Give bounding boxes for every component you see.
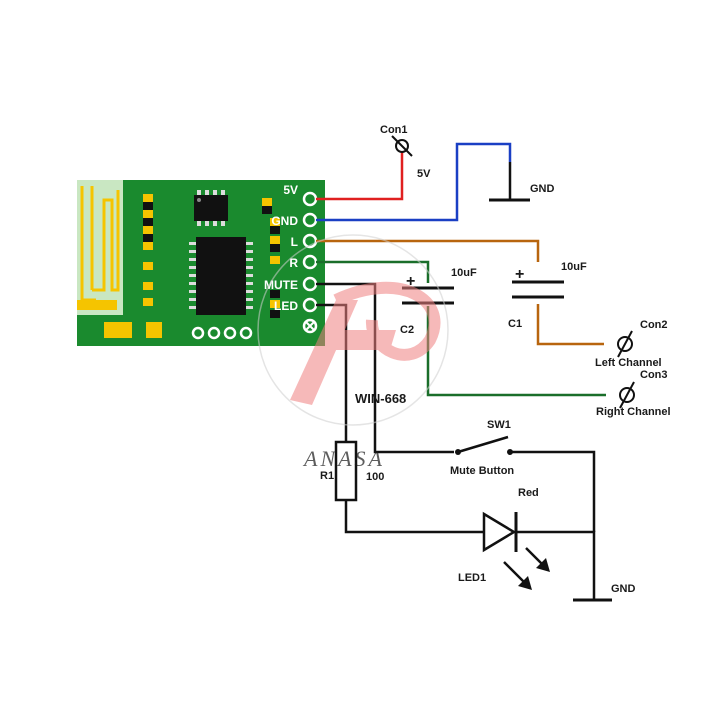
smd-components	[104, 194, 280, 338]
resistor-r1	[334, 440, 358, 502]
switch-sw1	[455, 435, 513, 455]
pin-label-led: LED	[274, 299, 298, 313]
c2-ref: C2	[400, 324, 414, 336]
con2-symbol	[617, 330, 633, 358]
wire-left	[316, 239, 604, 346]
con1-value: 5V	[417, 168, 431, 180]
antenna-pad	[77, 300, 117, 310]
watermark-text: ANASA	[302, 446, 385, 471]
wire-5v	[316, 152, 404, 201]
gnd-symbol-top	[489, 162, 530, 202]
led1-ref: LED1	[458, 572, 486, 584]
small-ic-chip	[194, 190, 228, 226]
r1-ref: R1	[320, 470, 334, 482]
con2-desc: Left Channel	[595, 357, 662, 369]
antenna-area	[77, 180, 123, 315]
con1-symbol	[391, 135, 413, 157]
wire-sw-gnd	[510, 450, 596, 532]
led1-symbol	[482, 511, 550, 590]
gnd-label-bottom: GND	[611, 583, 636, 595]
con3-desc: Right Channel	[596, 406, 671, 418]
c2-polarity: +	[406, 273, 415, 290]
part-label: WIN-668	[355, 391, 406, 406]
wire-gnd	[316, 142, 512, 222]
bluetooth-module: 5V GND L R MUTE LED	[77, 180, 325, 346]
pin-nc	[302, 318, 318, 334]
pin-label-r: R	[289, 256, 298, 270]
con3-symbol	[619, 381, 635, 409]
wire-mute	[316, 282, 454, 454]
bottom-pads	[191, 326, 253, 340]
pin-label-gnd: GND	[271, 214, 298, 228]
gnd-label-top: GND	[530, 183, 555, 195]
c1-ref: C1	[508, 318, 522, 330]
con3-ref: Con3	[640, 369, 668, 381]
c1-polarity: +	[515, 266, 524, 283]
pin-label-l: L	[291, 235, 298, 249]
con2-ref: Con2	[640, 319, 668, 331]
pin-label-mute: MUTE	[264, 278, 298, 292]
c2-value: 10uF	[451, 267, 477, 279]
wire-r1-led	[344, 500, 484, 534]
con1-ref: Con1	[380, 124, 408, 136]
wire-led-gnd	[516, 530, 596, 600]
pin-label-5v: 5V	[283, 183, 298, 197]
sw1-ref: SW1	[487, 419, 511, 431]
sw1-desc: Mute Button	[450, 465, 514, 477]
smd-dark-components	[143, 202, 280, 318]
watermark-logo	[257, 234, 449, 426]
c1-value: 10uF	[561, 261, 587, 273]
led1-color: Red	[518, 487, 539, 499]
main-ic-chip	[189, 237, 253, 315]
r1-value: 100	[366, 471, 384, 483]
capacitor-c1	[512, 280, 564, 299]
